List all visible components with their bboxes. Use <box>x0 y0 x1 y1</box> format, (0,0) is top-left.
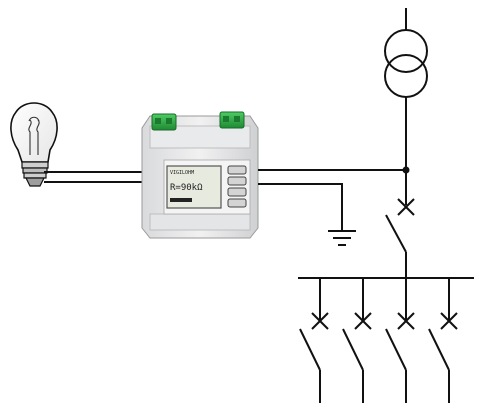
display-reading: R=90kΩ <box>170 183 203 193</box>
feeder-breaker-4 <box>428 278 458 403</box>
display-header: VIGILOHM <box>170 170 194 176</box>
lamp-wires <box>44 171 142 183</box>
ground-wire <box>258 183 343 230</box>
green-terminal-right <box>219 111 245 129</box>
main-breaker-icon <box>385 198 415 278</box>
green-terminal-left <box>151 113 177 131</box>
device-button-2[interactable] <box>227 176 247 186</box>
device-button-3[interactable] <box>227 187 247 197</box>
feeder-breaker-3 <box>385 278 415 403</box>
device-button-1[interactable] <box>227 165 247 175</box>
lcd-display: VIGILOHM R=90kΩ <box>166 165 222 209</box>
light-bulb-icon <box>10 102 58 187</box>
device-button-4[interactable] <box>227 198 247 208</box>
transformer-icon <box>384 8 428 98</box>
feeder-breaker-1 <box>299 278 329 403</box>
ground-icon <box>328 230 356 246</box>
device-buttons <box>227 165 247 208</box>
insulation-monitor-device: VIGILOHM R=90kΩ <box>141 111 259 239</box>
feeder-breaker-2 <box>342 278 372 403</box>
